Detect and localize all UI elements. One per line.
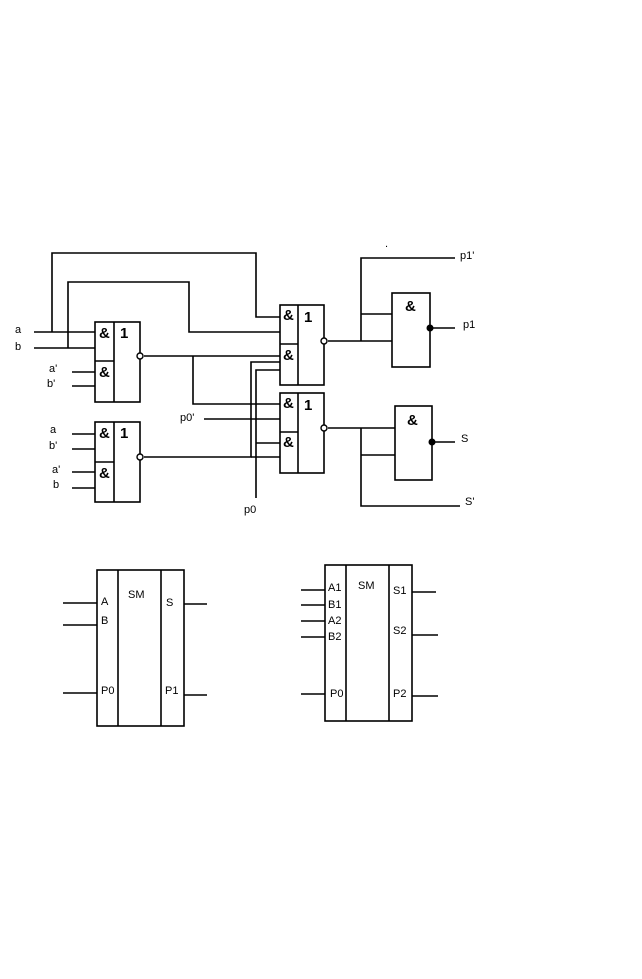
and-symbol: &	[283, 347, 294, 364]
port-label: A2	[328, 615, 341, 627]
and-symbol: &	[407, 412, 418, 429]
port-label: P1	[165, 685, 178, 697]
or-symbol: 1	[304, 309, 312, 326]
port-label: B2	[328, 631, 341, 643]
signal-label-b-prime: b'	[47, 378, 55, 390]
and-symbol: &	[283, 307, 294, 324]
block-title: SM	[128, 589, 145, 601]
inverter-bubble	[320, 424, 328, 432]
and-symbol: &	[99, 325, 110, 342]
and-symbol: &	[405, 298, 416, 315]
signal-labels: a b a' b' a b' a' b p0' p0 p1' p1 S S' .	[15, 238, 475, 516]
port-label: A	[101, 596, 109, 608]
port-label: S2	[393, 625, 406, 637]
inverter-bubble	[136, 352, 144, 360]
signal-label-b: b	[15, 341, 21, 353]
signal-label-a: a	[15, 324, 22, 336]
and-symbol: &	[283, 434, 294, 451]
and-symbol: &	[283, 395, 294, 412]
port-label: P0	[101, 685, 114, 697]
or-symbol: 1	[120, 425, 128, 442]
gate-and-or-4: & & 1	[279, 392, 328, 474]
gate-and-or-2: & & 1	[94, 421, 144, 503]
and-symbol: &	[99, 425, 110, 442]
inverter-bubble	[136, 453, 144, 461]
signal-label-p0-prime: p0'	[180, 412, 194, 424]
sm-block-2: SM A1 B1 A2 B2 P0 S1 S2 P2	[301, 564, 438, 722]
and-symbol: &	[99, 364, 110, 381]
port-label: B	[101, 615, 108, 627]
port-label: P0	[330, 688, 343, 700]
inverter-bubble	[320, 337, 328, 345]
port-label: S	[166, 597, 173, 609]
port-label: S1	[393, 585, 406, 597]
signal-label-b-prime: b'	[49, 440, 57, 452]
signal-label-a-prime: a'	[49, 363, 57, 375]
port-label: P2	[393, 688, 406, 700]
signal-label-p1: p1	[463, 319, 475, 331]
or-symbol: 1	[120, 325, 128, 342]
block-title: SM	[358, 580, 375, 592]
wires	[34, 252, 460, 507]
signal-label-s: S	[461, 433, 468, 445]
signal-label-s-prime: S'	[465, 496, 474, 508]
signal-label-p1-prime: p1'	[460, 250, 474, 262]
output-dot	[426, 324, 434, 332]
gate-and-top: &	[391, 292, 434, 368]
or-symbol: 1	[304, 397, 312, 414]
signal-label-a: a	[50, 424, 57, 436]
gate-and-bottom: &	[394, 405, 436, 481]
signal-label-b: b	[53, 479, 59, 491]
sm-block-1: SM A B P0 S P1	[63, 569, 207, 727]
gate-and-or-3: & & 1	[279, 304, 328, 386]
gate-and-or-1: & & 1	[94, 321, 144, 403]
port-label: A1	[328, 582, 341, 594]
port-label: B1	[328, 599, 341, 611]
and-symbol: &	[99, 465, 110, 482]
signal-label-a-prime: a'	[52, 464, 60, 476]
output-dot	[428, 438, 436, 446]
stray-mark: .	[385, 238, 388, 250]
signal-label-p0: p0	[244, 504, 256, 516]
